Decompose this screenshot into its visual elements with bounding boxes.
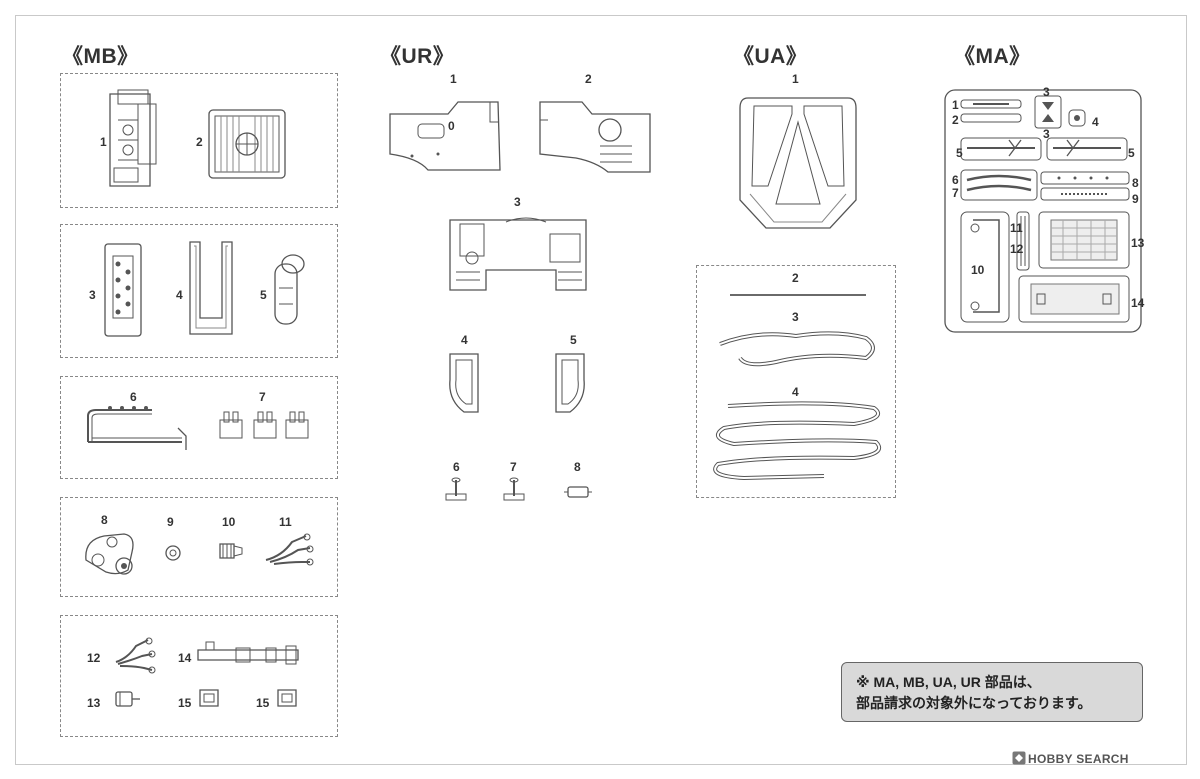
- ma-part-label: 3: [1043, 127, 1050, 141]
- ua-part-label: 1: [792, 72, 799, 86]
- mb-part-4-u-frame: [186, 240, 236, 338]
- mb-part-5-intake: [271, 252, 307, 328]
- mb-part-label: 7: [259, 390, 266, 404]
- mb-group-box-5: [60, 615, 338, 737]
- mb-part-label: 11: [279, 515, 292, 529]
- mb-part-3-cylinder-head: [101, 242, 145, 338]
- ma-part-label: 14: [1131, 296, 1145, 310]
- mb-part-1-engine-block: [108, 90, 160, 190]
- mb-part-label: 2: [196, 135, 203, 149]
- ma-part-label: 13: [1131, 236, 1145, 250]
- ur-part-3-firewall: [446, 210, 596, 292]
- ur-part-1-inner-fender-left: [388, 98, 508, 172]
- mb-part-8-timing-cover: [82, 530, 138, 578]
- notice-line-2: 部品請求の対象外になっております。: [856, 695, 1092, 711]
- ma-part-sprue-frame: [943, 88, 1143, 334]
- mb-part-label: 8: [101, 513, 108, 527]
- notice-line-1: ※ MA, MB, UA, UR 部品は、: [856, 674, 1041, 690]
- ur-part-2-inner-fender-right: [536, 98, 656, 174]
- ua-part-4-rubber-seal-long: [704, 398, 886, 482]
- mb-part-label: 9: [167, 515, 174, 529]
- mb-part-label: 1: [100, 135, 107, 149]
- ma-part-label: 8: [1132, 176, 1139, 190]
- ur-part-label: 3: [514, 195, 521, 209]
- mb-part-13-starter: [114, 688, 144, 710]
- ua-part-label: 3: [792, 310, 799, 324]
- section-title-ma: 《MA》: [954, 45, 1031, 68]
- mb-part-label: 6: [130, 390, 137, 404]
- mb-part-label: 13: [87, 696, 101, 710]
- mb-part-label: 3: [89, 288, 96, 302]
- mb-group-box-4: [60, 497, 338, 597]
- ur-part-8-connector: [562, 484, 594, 500]
- ma-part-label: 7: [952, 186, 959, 200]
- mb-part-label: 15: [178, 696, 192, 710]
- mb-part-label: 4: [176, 288, 183, 302]
- ur-part-label: 4: [461, 333, 468, 347]
- ur-part-label: 5: [570, 333, 577, 347]
- ur-part-7-fitting: [502, 476, 526, 504]
- mb-part-15-bracket: [276, 688, 298, 708]
- ma-part-label: 12: [1010, 242, 1024, 256]
- mb-group-box-1: [60, 73, 338, 208]
- ua-part-1-window-frame: [736, 94, 860, 232]
- ur-part-4-vent-frame-left: [444, 350, 484, 414]
- mb-part-14-shaft: [196, 638, 300, 668]
- ur-part-label: 6: [453, 460, 460, 474]
- mb-group-box-3: [60, 376, 338, 479]
- watermark: HOBBY SEARCH: [1028, 752, 1129, 766]
- ma-part-label: 5: [1128, 146, 1135, 160]
- section-title-ur: 《UR》: [380, 45, 455, 68]
- ma-part-label: 4: [1092, 115, 1099, 129]
- mb-part-7-carburetors: [218, 410, 310, 442]
- ma-part-label: 6: [952, 173, 959, 187]
- notice-box: ※ MA, MB, UA, UR 部品は、 部品請求の対象外になっております。: [841, 662, 1143, 722]
- mb-part-label: 10: [222, 515, 236, 529]
- ur-part-label: 7: [510, 460, 517, 474]
- section-title-mb: 《MB》: [62, 45, 139, 68]
- ua-part-3-rubber-seal: [716, 328, 880, 372]
- mb-part-label: 12: [87, 651, 101, 665]
- mb-part-11-headers: [262, 530, 314, 570]
- ur-part-1-mark: 0: [448, 119, 455, 133]
- mb-part-6-exhaust-manifold: [82, 406, 192, 454]
- mb-part-label: 15: [256, 696, 270, 710]
- ma-part-label: 3: [1043, 85, 1050, 99]
- mb-part-12-manifold: [112, 636, 156, 676]
- ua-group-box: [696, 265, 896, 498]
- mb-part-label: 5: [260, 288, 267, 302]
- ma-part-label: 1: [952, 98, 959, 112]
- ur-part-5-vent-frame-right: [550, 350, 590, 414]
- ua-part-label: 4: [792, 385, 799, 399]
- mb-group-box-2: [60, 224, 338, 358]
- ur-part-label: 2: [585, 72, 592, 86]
- ma-part-label: 10: [971, 263, 985, 277]
- hobby-search-logo-icon: [1012, 751, 1026, 765]
- ma-part-label: 5: [956, 146, 963, 160]
- ma-part-label: 2: [952, 113, 959, 127]
- mb-part-2-radiator: [207, 104, 287, 184]
- mb-part-label: 14: [178, 651, 192, 665]
- ur-part-6-fitting: [444, 476, 468, 504]
- ma-part-label: 11: [1010, 221, 1023, 235]
- section-title-ua: 《UA》: [733, 45, 808, 68]
- instruction-sheet: [15, 15, 1187, 765]
- ma-part-label: 9: [1132, 192, 1139, 206]
- ur-part-label: 1: [450, 72, 457, 86]
- mb-part-15-bracket: [198, 688, 220, 708]
- ua-part-2-rod: [728, 292, 868, 298]
- mb-part-10-distributor: [218, 538, 246, 562]
- ur-part-label: 8: [574, 460, 581, 474]
- mb-part-9-washer: [164, 544, 182, 562]
- ua-part-label: 2: [792, 271, 799, 285]
